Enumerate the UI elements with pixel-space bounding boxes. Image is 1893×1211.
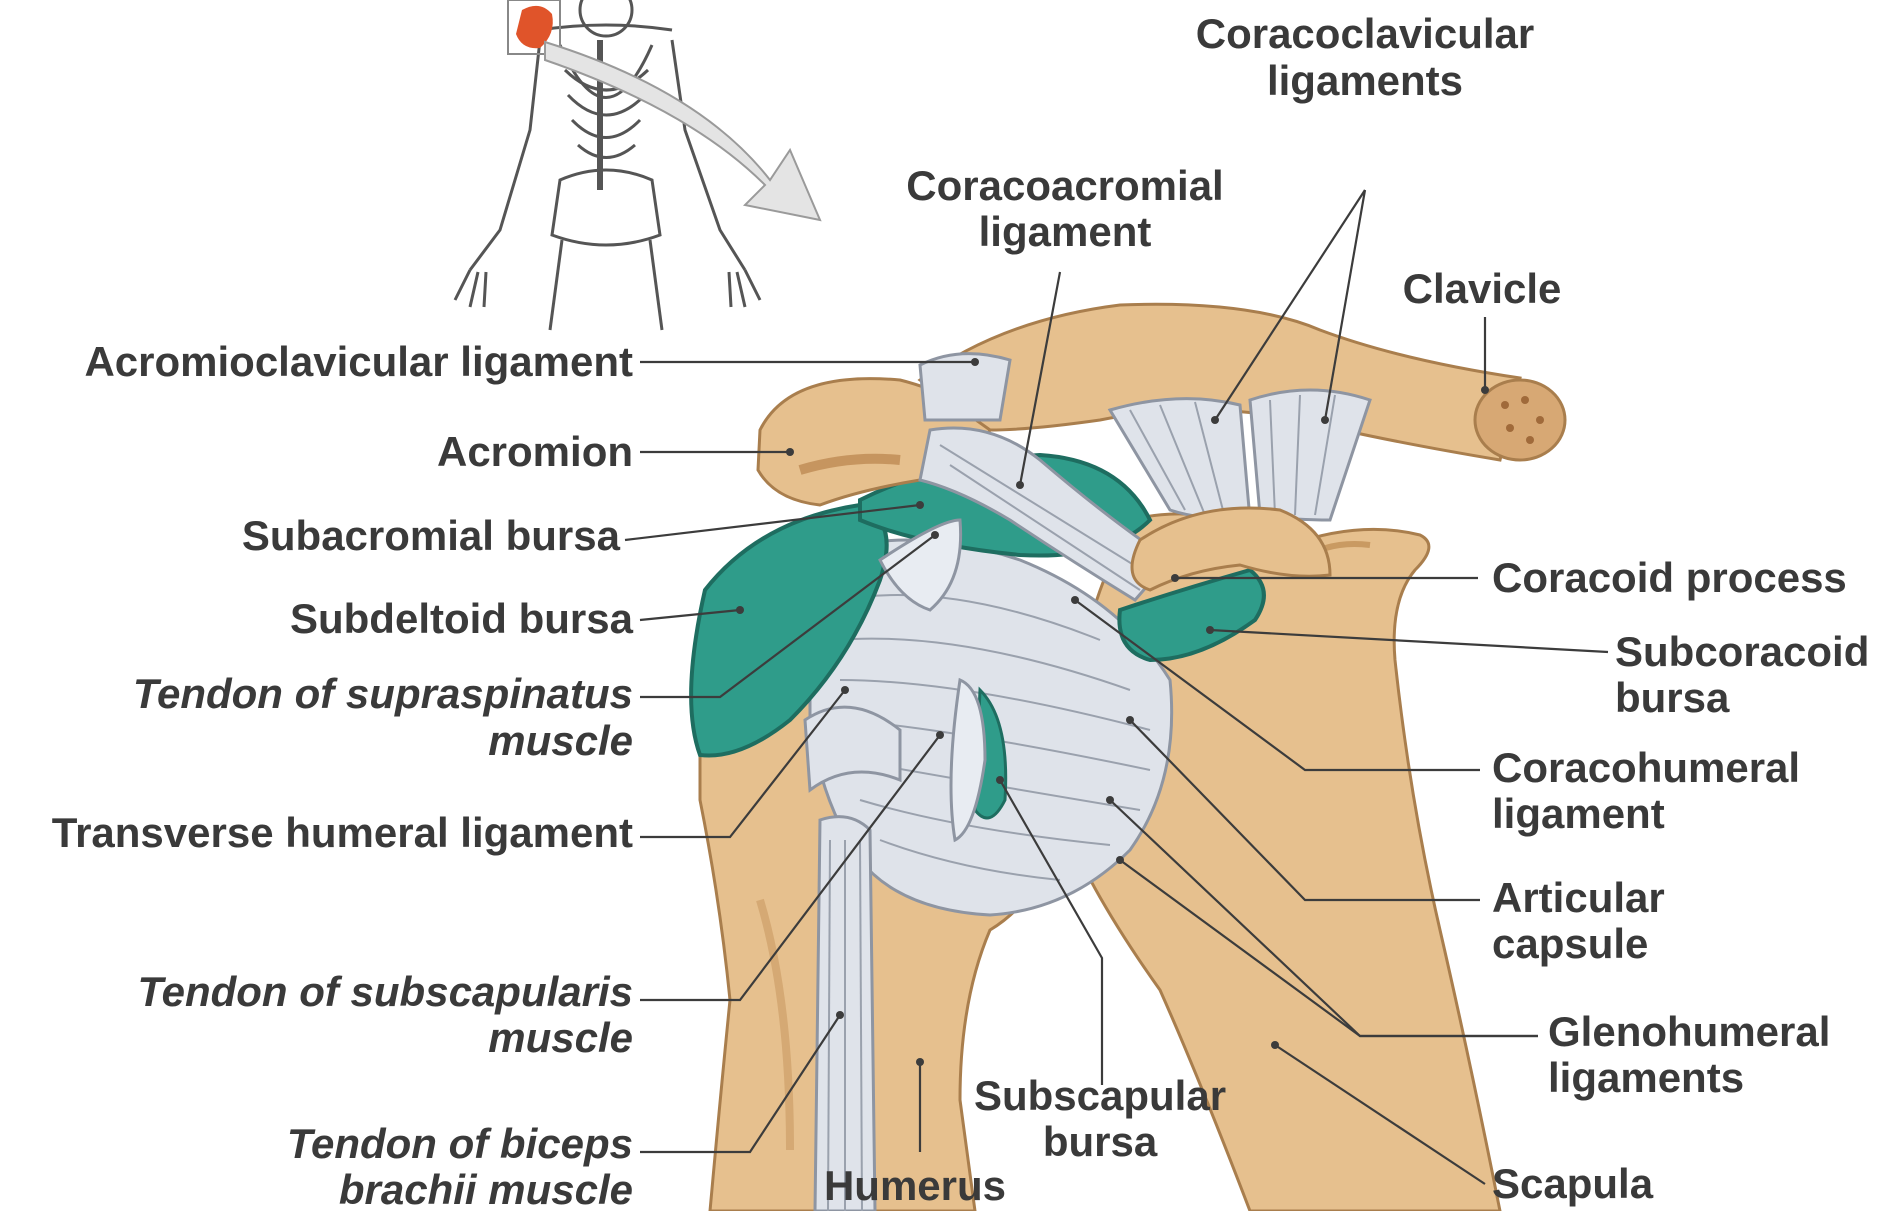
label-coracoacromial-line1: Coracoacromial	[906, 162, 1223, 209]
label-subcoracoid-line1: Subcoracoid	[1615, 628, 1869, 675]
label-articular-capsule-line1: Articular	[1492, 874, 1665, 921]
label-glenohumeral-line2: ligaments	[1548, 1054, 1744, 1101]
label-subscapularis-line1: Tendon of subscapularis	[137, 968, 633, 1015]
label-subscapular-bursa-line2: bursa	[1043, 1118, 1158, 1165]
label-coracoclavicular-line2: ligaments	[1267, 57, 1463, 104]
label-subcoracoid-line2: bursa	[1615, 674, 1730, 721]
label-coracoclavicular-line1: Coracoclavicular	[1196, 10, 1535, 57]
label-coracoacromial-line2: ligament	[979, 208, 1152, 255]
label-articular-capsule-line2: capsule	[1492, 920, 1648, 967]
label-subscapular-bursa-line1: Subscapular	[974, 1072, 1226, 1119]
label-subacromial-bursa: Subacromial bursa	[242, 512, 621, 559]
label-biceps-line1: Tendon of biceps	[287, 1120, 633, 1167]
label-subscapularis-line2: muscle	[488, 1014, 633, 1061]
label-glenohumeral-line1: Glenohumeral	[1548, 1008, 1830, 1055]
label-acromion: Acromion	[437, 428, 633, 475]
label-subdeltoid-bursa: Subdeltoid bursa	[290, 595, 634, 642]
skeleton-figure-icon	[455, 0, 760, 330]
label-coracohumeral-line1: Coracohumeral	[1492, 744, 1800, 791]
label-coracohumeral-line2: ligament	[1492, 790, 1665, 837]
label-supraspinatus-line1: Tendon of supraspinatus	[133, 670, 633, 717]
label-clavicle: Clavicle	[1403, 265, 1562, 312]
label-biceps-line2: brachii muscle	[339, 1166, 633, 1211]
label-acromioclavicular-ligament: Acromioclavicular ligament	[84, 338, 633, 385]
label-scapula: Scapula	[1492, 1160, 1654, 1207]
label-transverse-humeral-ligament: Transverse humeral ligament	[52, 809, 633, 856]
label-supraspinatus-line2: muscle	[488, 717, 633, 764]
label-coracoid-process: Coracoid process	[1492, 554, 1847, 601]
label-humerus: Humerus	[824, 1162, 1006, 1209]
